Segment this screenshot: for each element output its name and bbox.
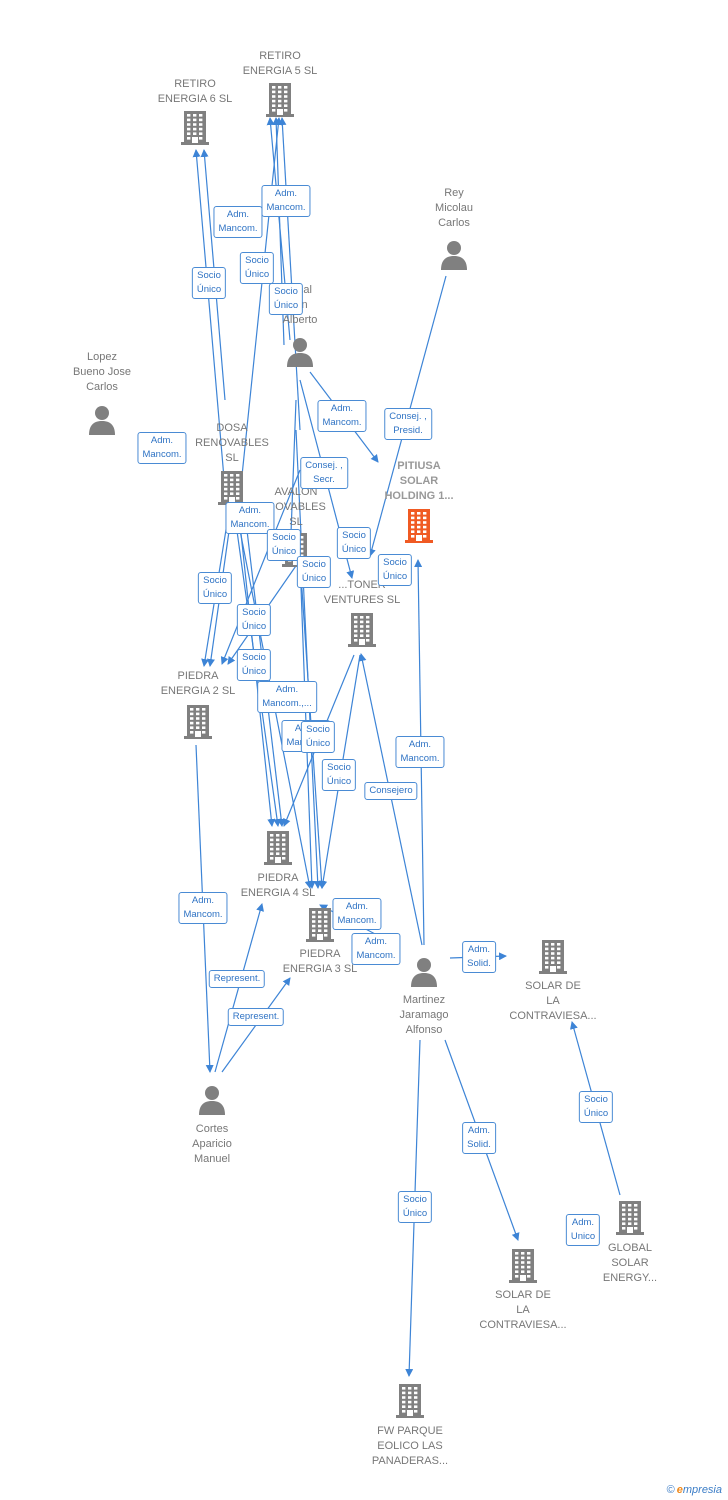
person-icon[interactable] (410, 957, 438, 992)
relation-label[interactable]: Consejero (364, 782, 418, 800)
node-label-fw[interactable]: FW PARQUE EOLICO LAS PANADERAS... (371, 1425, 449, 1467)
relation-label[interactable]: Consej. , Secr. (300, 457, 348, 489)
edge-line (214, 903, 264, 1073)
building-icon[interactable] (396, 1384, 424, 1423)
relation-label[interactable]: Socio Único (321, 759, 357, 791)
node-label-solar1[interactable]: SOLAR DE LA CONTRAVIESA... (509, 980, 597, 1022)
relation-label[interactable]: Adm. Mancom. (225, 502, 275, 534)
person-icon[interactable] (198, 1085, 226, 1120)
relation-label[interactable]: Represent. (208, 970, 266, 988)
relation-label[interactable]: Socio Único (268, 283, 304, 315)
brand-name: mpresia (682, 1484, 722, 1496)
relation-label[interactable]: Adm. Mancom. (395, 736, 445, 768)
node-label-martinez[interactable]: Martinez Jaramago Alfonso (399, 994, 449, 1036)
relation-label[interactable]: Adm. Mancom. (137, 432, 187, 464)
node-label-dosa[interactable]: DOSA RENOVABLES SL (195, 422, 269, 464)
node-label-lopez[interactable]: Lopez Bueno Jose Carlos (72, 351, 132, 393)
edge-line (239, 117, 283, 496)
relation-label[interactable]: Socio Único (236, 649, 272, 681)
relation-label[interactable]: Socio Único (336, 527, 372, 559)
empresia-footer[interactable]: ©empresia (667, 1484, 722, 1496)
relation-label[interactable]: Consej. , Presid. (384, 408, 432, 440)
relation-label[interactable]: Socio Único (266, 529, 302, 561)
brand-initial: e (676, 1484, 683, 1496)
relation-label[interactable]: Socio Único (236, 604, 272, 636)
relation-label[interactable]: Adm. Mancom.,... (257, 681, 317, 713)
building-icon[interactable] (539, 940, 567, 979)
building-icon[interactable] (348, 613, 376, 652)
edge-line (192, 149, 226, 491)
relation-label[interactable]: Socio Único (300, 721, 336, 753)
node-label-piedra4[interactable]: PIEDRA ENERGIA 4 SL (240, 872, 316, 899)
relation-label[interactable]: Socio Único (397, 1191, 433, 1223)
node-label-cortes[interactable]: Cortes Aparicio Manuel (192, 1123, 232, 1165)
relation-label[interactable]: Adm. Unico (565, 1214, 601, 1246)
relation-label[interactable]: Adm. Solid. (462, 1122, 496, 1154)
person-icon[interactable] (440, 240, 468, 275)
building-icon[interactable] (616, 1201, 644, 1240)
edge-line (278, 117, 301, 431)
relation-label[interactable]: Socio Único (296, 556, 332, 588)
node-label-rey[interactable]: Rey Micolau Carlos (435, 187, 473, 229)
person-icon[interactable] (286, 337, 314, 372)
building-icon[interactable] (509, 1249, 537, 1288)
copyright-symbol: © (666, 1484, 675, 1496)
node-label-avalon[interactable]: AVALON ...OVABLES SL (266, 486, 326, 528)
relation-label[interactable]: Adm. Mancom. (317, 400, 367, 432)
relation-label[interactable]: Adm. Mancom. (351, 933, 401, 965)
node-label-piedra2[interactable]: PIEDRA ENERGIA 2 SL (160, 670, 236, 697)
relation-label[interactable]: Socio Único (239, 252, 275, 284)
node-label-global[interactable]: GLOBAL SOLAR ENERGY... (602, 1242, 658, 1284)
building-icon[interactable] (264, 831, 292, 870)
node-label-retiro6[interactable]: RETIRO ENERGIA 6 SL (157, 78, 233, 105)
edge-line (220, 469, 301, 665)
relation-label[interactable]: Socio Único (191, 267, 227, 299)
relation-label[interactable]: Socio Único (377, 554, 413, 586)
node-label-pitiusa[interactable]: PITIUSA SOLAR HOLDING 1... (384, 460, 454, 502)
node-label-piedra3[interactable]: PIEDRA ENERGIA 3 SL (282, 948, 358, 975)
relation-label[interactable]: Adm. Mancom. (213, 206, 263, 238)
relation-label[interactable]: Adm. Solid. (462, 941, 496, 973)
person-icon[interactable] (88, 405, 116, 440)
node-label-toner[interactable]: ...TONER VENTURES SL (323, 579, 401, 606)
building-icon[interactable] (266, 83, 294, 122)
relation-label[interactable]: Socio Único (578, 1091, 614, 1123)
relation-label[interactable]: Adm. Mancom. (332, 898, 382, 930)
node-label-solar2[interactable]: SOLAR DE LA CONTRAVIESA... (479, 1289, 567, 1331)
relation-label[interactable]: Adm. Mancom. (261, 185, 311, 217)
relation-label[interactable]: Adm. Mancom. (178, 892, 228, 924)
building-icon[interactable] (306, 908, 334, 947)
building-icon[interactable] (181, 111, 209, 150)
relation-label[interactable]: Represent. (227, 1008, 285, 1026)
node-label-retiro5[interactable]: RETIRO ENERGIA 5 SL (242, 50, 318, 77)
building-icon[interactable] (405, 509, 433, 548)
relation-label[interactable]: Socio Único (197, 572, 233, 604)
building-icon[interactable] (184, 705, 212, 744)
